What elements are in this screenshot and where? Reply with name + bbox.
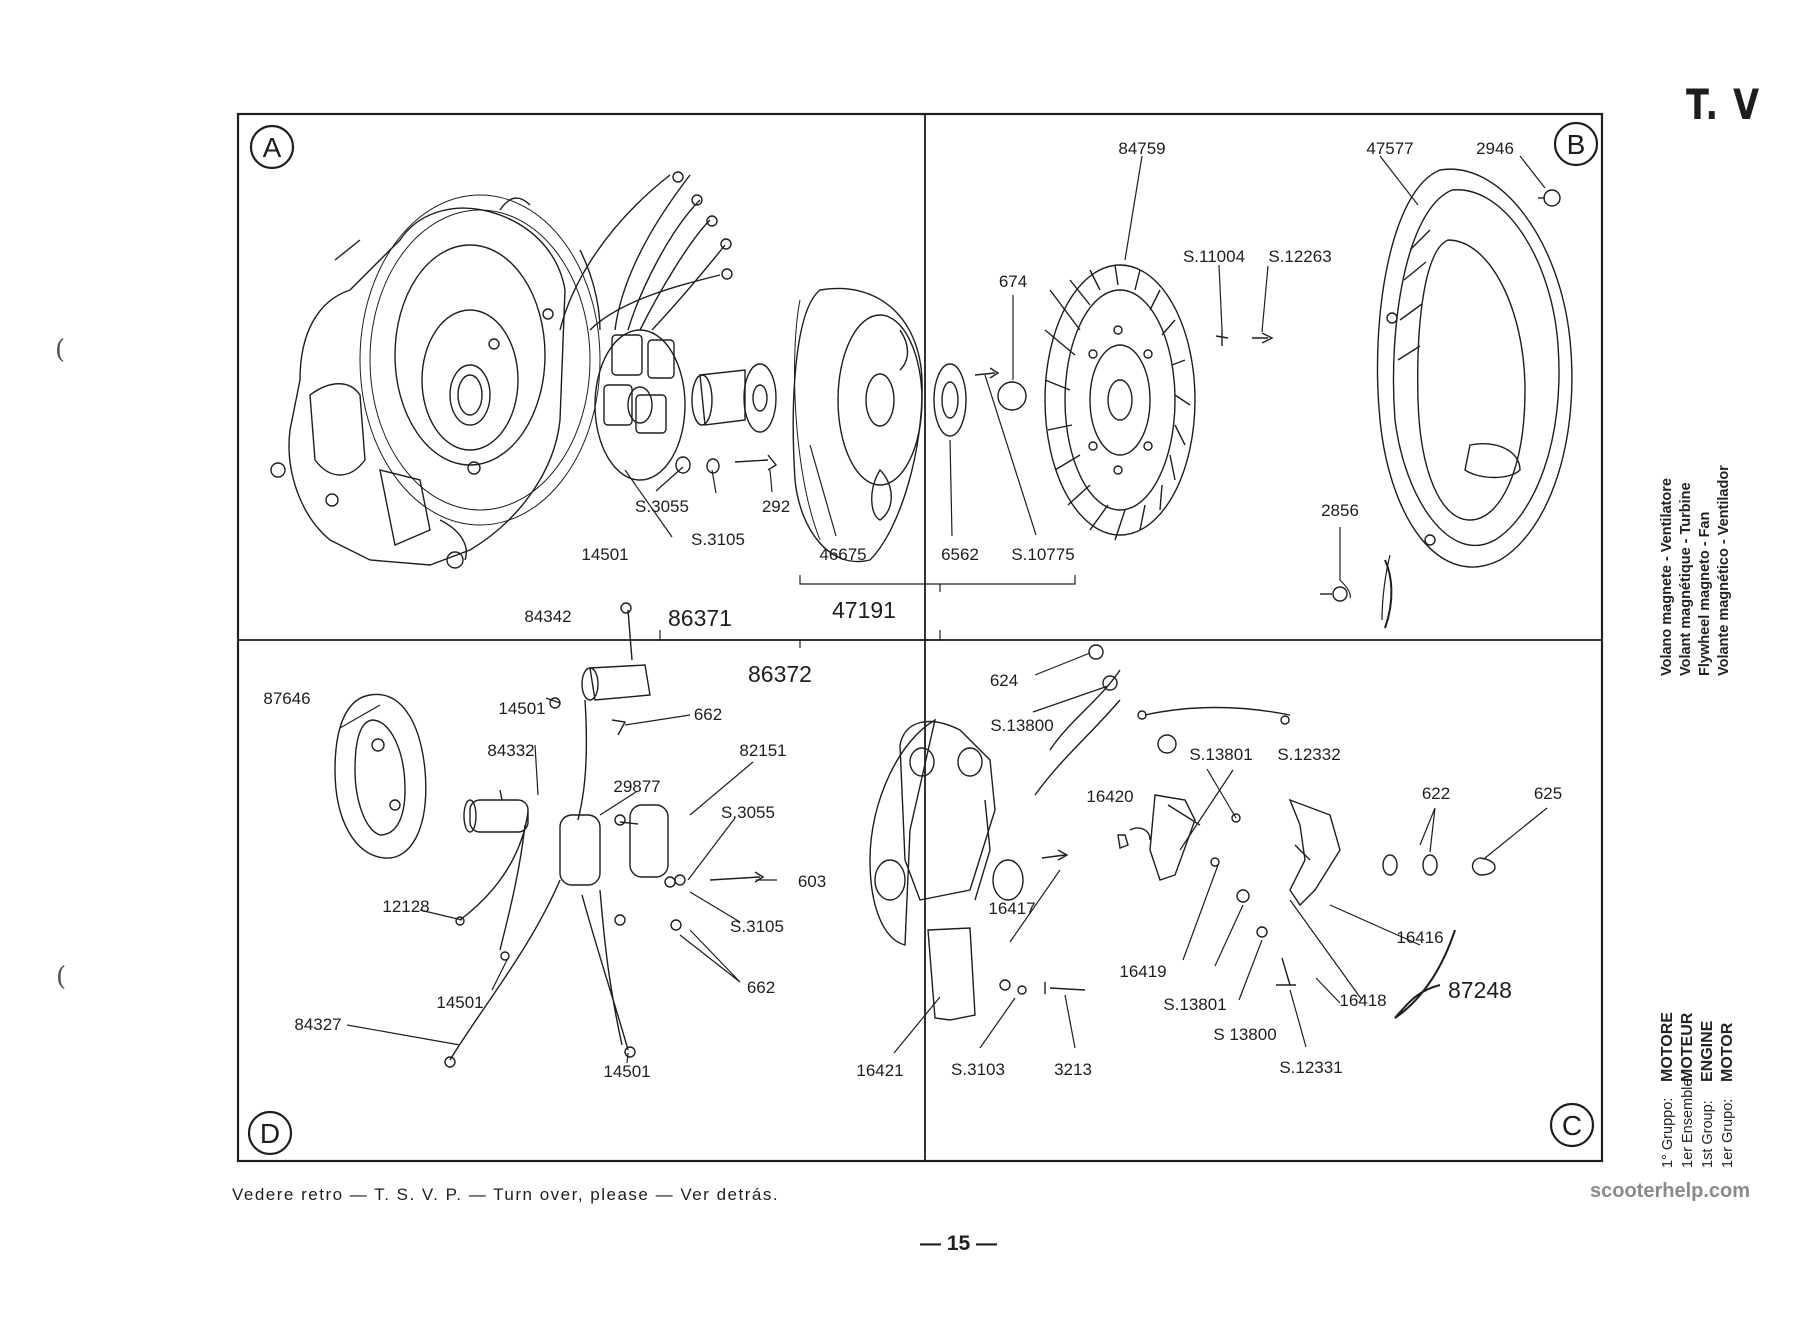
washer-drawing (933, 363, 1027, 437)
part-label: 84342 (524, 607, 571, 626)
part-label: 3213 (1054, 1060, 1092, 1079)
part-label: 84327 (294, 1015, 341, 1034)
part-label: 47191 (832, 597, 896, 623)
part-label: S.3055 (721, 803, 775, 822)
part-label: S 13800 (1213, 1025, 1276, 1044)
part-label: S.3055 (635, 497, 689, 516)
part-label: 622 (1422, 784, 1450, 803)
fan-cover-drawing (1376, 168, 1573, 568)
part-label: 16416 (1396, 928, 1443, 947)
punch-hole-mark: ( (55, 335, 66, 365)
part-label: 84759 (1118, 139, 1165, 158)
screws-b-drawing (1215, 189, 1561, 602)
part-label: 82151 (739, 741, 786, 760)
group-line: 1er Grupo: MOTOR (1718, 1012, 1738, 1168)
part-label: S.12331 (1279, 1058, 1342, 1077)
site-watermark: scooterhelp.com (1590, 1180, 1751, 1202)
group-line: 1° Gruppo: MOTORE (1658, 1012, 1678, 1168)
page-number: — 15 — (920, 1232, 998, 1255)
group-value: MOTEUR (1679, 1012, 1696, 1082)
fan-drawing (1044, 264, 1196, 541)
group-value: MOTOR (1719, 1022, 1736, 1082)
diagram-frame (236, 112, 1604, 1163)
part-label: 16419 (1119, 962, 1166, 981)
group-label: 1er Ensemble: (1680, 1074, 1696, 1169)
part-label: 86371 (668, 605, 732, 631)
part-label: 2946 (1476, 139, 1514, 158)
part-label: 292 (762, 497, 790, 516)
group-label: 1er Grupo: (1720, 1098, 1736, 1168)
group-line: 1er Ensemble:MOTEUR (1678, 1012, 1698, 1168)
part-label: S.3105 (691, 530, 745, 549)
svg-text:C: C (1562, 1110, 1582, 1141)
part-labels: 84759 47577 2946 S.11004 S.12263 674 S.3… (263, 139, 1562, 1081)
part-label: S.13801 (1163, 995, 1226, 1014)
part-label: 29877 (613, 777, 660, 796)
flywheel-drawing (792, 287, 923, 563)
sidebar-title-line: Volante magnético - Ventilador (1716, 465, 1732, 676)
crankcase-drawing (270, 194, 601, 569)
part-label: 16417 (988, 899, 1035, 918)
part-label: 14501 (436, 993, 483, 1012)
page-id: T. V (1686, 80, 1761, 129)
quadrant-marker-a: A (249, 124, 295, 170)
leader-lines (339, 155, 1548, 1064)
sidebar-title: Volano magnete - Ventilatore Volant magn… (1658, 465, 1734, 676)
part-label: S.12332 (1277, 745, 1340, 764)
part-label: 46675 (819, 545, 866, 564)
sidebar-title-line: Volant magnétique - Turbine (1678, 482, 1694, 676)
part-label: S.10775 (1011, 545, 1074, 564)
part-label: 6562 (941, 545, 979, 564)
svg-text:A: A (263, 132, 282, 163)
stator-plate-drawing (559, 171, 733, 481)
sidebar-group: 1° Gruppo: MOTORE 1er Ensemble:MOTEUR 1st… (1658, 1012, 1738, 1168)
part-label: S.13801 (1189, 745, 1252, 764)
svg-text:B: B (1567, 129, 1586, 160)
part-label: 14501 (581, 545, 628, 564)
part-label: 47577 (1366, 139, 1413, 158)
part-label: S.11004 (1183, 247, 1245, 266)
coils-d-drawing (444, 602, 765, 1068)
part-label: 674 (999, 272, 1027, 291)
contact-breaker-base-drawing (869, 718, 1024, 1021)
part-label: 14501 (603, 1062, 650, 1081)
group-label: 1st Group: (1700, 1100, 1716, 1168)
part-label: S.12263 (1268, 247, 1331, 266)
part-label: S.3105 (730, 917, 784, 936)
contact-breaker-parts-drawing (1017, 644, 1496, 995)
footer-note: Vedere retro — T. S. V. P. — Turn over, … (232, 1185, 780, 1204)
part-label: S.13800 (990, 716, 1053, 735)
part-label: 662 (694, 705, 722, 724)
hub-drawing (675, 363, 778, 474)
sidebar-title-line: Volano magnete - Ventilatore (1659, 478, 1675, 676)
part-label: 86372 (748, 661, 812, 687)
sidebar-title-line: Flywheel magneto - Fan (1697, 511, 1713, 676)
svg-text:D: D (260, 1118, 280, 1149)
part-label: 87248 (1448, 977, 1512, 1003)
part-label: 12128 (382, 897, 429, 916)
group-line: 1st Group: ENGINE (1698, 1012, 1718, 1168)
part-label: 625 (1534, 784, 1562, 803)
part-label: 624 (990, 671, 1018, 690)
quadrant-marker-c: C (1549, 1102, 1595, 1148)
group-value: MOTORE (1659, 1012, 1676, 1082)
part-label: 84332 (487, 741, 534, 760)
part-label: 87646 (263, 689, 310, 708)
part-label: S.3103 (951, 1060, 1005, 1079)
stator-base-drawing (334, 693, 427, 859)
part-label: 16421 (856, 1061, 903, 1080)
brace-marks (1384, 559, 1456, 1019)
quadrant-marker-d: D (247, 1110, 293, 1156)
part-label: 14501 (498, 699, 545, 718)
punch-hole-mark: ( (56, 962, 67, 992)
part-label: 662 (747, 978, 775, 997)
part-label: 16418 (1339, 991, 1386, 1010)
part-label: 16420 (1086, 787, 1133, 806)
quadrant-marker-b: B (1553, 121, 1599, 167)
group-label: 1° Gruppo: (1660, 1097, 1676, 1168)
part-label: 603 (798, 872, 826, 891)
group-value: ENGINE (1699, 1020, 1716, 1082)
part-label: 2856 (1321, 501, 1359, 520)
